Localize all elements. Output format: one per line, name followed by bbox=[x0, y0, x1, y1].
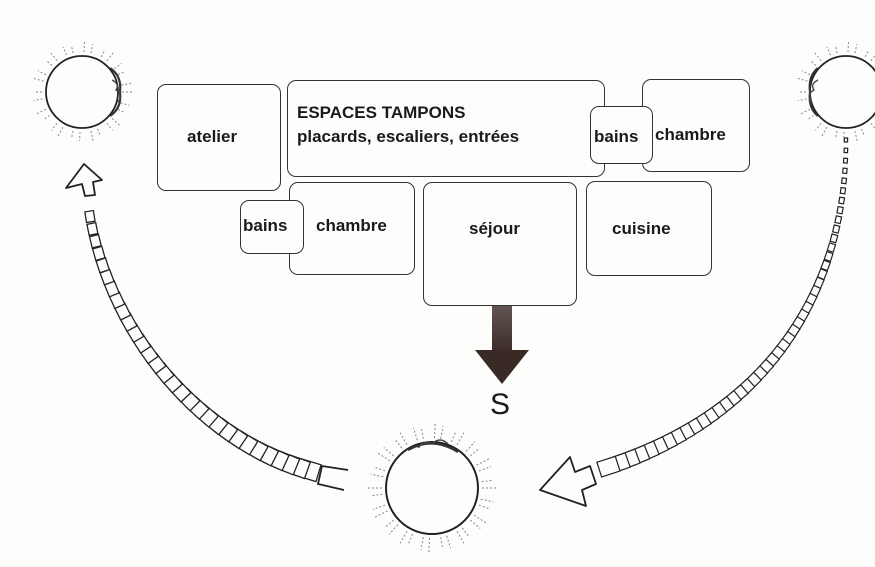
label-espaces-tampons-title: ESPACES TAMPONS bbox=[297, 103, 465, 123]
path-arrowhead-south bbox=[540, 457, 596, 506]
sun-path-square bbox=[842, 178, 847, 184]
sun-path-square bbox=[844, 158, 848, 163]
room-sejour bbox=[423, 182, 577, 306]
label-bains-bottom: bains bbox=[243, 216, 287, 236]
sun-path-square bbox=[827, 243, 835, 252]
sun-path-square bbox=[844, 148, 848, 152]
sun-south-icon bbox=[366, 422, 498, 554]
sun-path-square bbox=[839, 197, 845, 204]
label-bains-top: bains bbox=[594, 127, 638, 147]
label-atelier: atelier bbox=[187, 127, 237, 147]
sun-path-square bbox=[843, 168, 847, 173]
label-cuisine: cuisine bbox=[612, 219, 671, 239]
sun-path-square bbox=[824, 252, 833, 262]
sun-path-square bbox=[833, 225, 840, 233]
sun-path-square bbox=[830, 234, 838, 243]
sun-path-square bbox=[837, 207, 843, 214]
sun-path-square bbox=[87, 223, 98, 236]
label-espaces-tampons-subtitle: placards, escaliers, entrées bbox=[297, 127, 519, 147]
path-start-bracket bbox=[318, 466, 348, 490]
sun-path-square bbox=[597, 456, 620, 477]
sun-east-icon bbox=[796, 40, 875, 143]
label-sejour: séjour bbox=[469, 219, 520, 239]
path-arrowhead-west bbox=[66, 164, 102, 196]
sun-path-square bbox=[844, 138, 847, 142]
label-south: S bbox=[490, 388, 510, 422]
sun-path-square bbox=[85, 211, 95, 223]
sun-path-square bbox=[93, 246, 105, 260]
label-chambre-top: chambre bbox=[655, 125, 726, 145]
sun-path-square bbox=[840, 188, 845, 194]
label-chambre-bottom: chambre bbox=[316, 216, 387, 236]
sun-west-icon bbox=[32, 40, 134, 143]
sun-path-square bbox=[90, 235, 102, 248]
sun-path-square bbox=[835, 216, 842, 224]
south-arrow-head bbox=[475, 350, 529, 384]
